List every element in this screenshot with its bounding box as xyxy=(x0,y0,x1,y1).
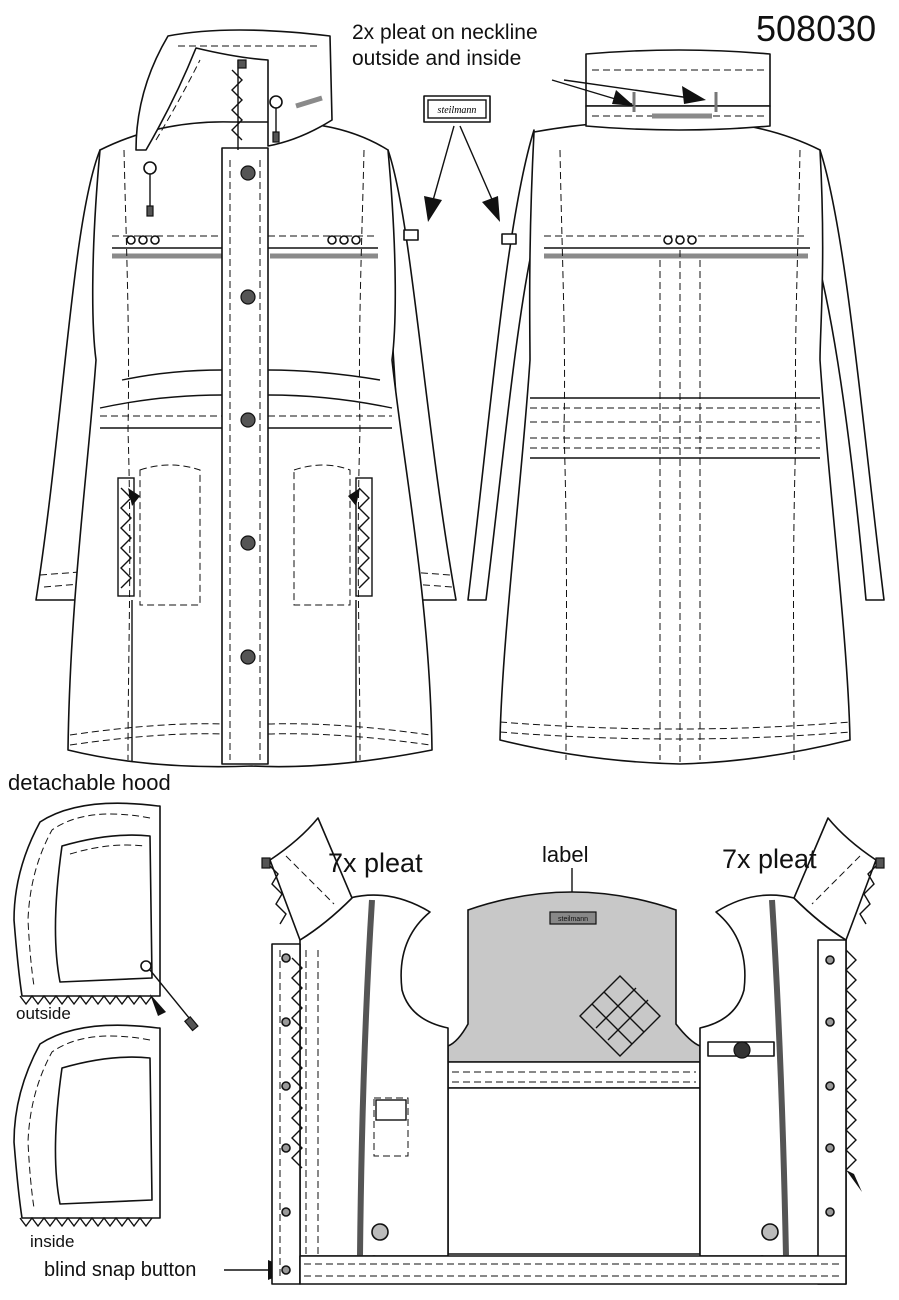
front-placket xyxy=(221,147,269,765)
back-view xyxy=(467,49,885,765)
brand-badge: steilmann xyxy=(423,95,491,123)
front-collar xyxy=(135,29,333,151)
neckline-pleat-note: 2x pleat on neckline outside and inside xyxy=(352,20,538,72)
detachable-hood-label: detachable hood xyxy=(8,770,171,795)
back-right-sleeve xyxy=(811,149,885,601)
left-snap-buttons xyxy=(281,953,291,1275)
hood-outside-drawing xyxy=(13,802,199,1032)
back-left-sleeve xyxy=(467,129,535,601)
pleat-right-label: 7x pleat xyxy=(722,844,817,874)
front-view xyxy=(35,29,457,768)
label-callout: label xyxy=(542,842,589,867)
front-eyelets xyxy=(126,235,361,245)
style-number: 508030 xyxy=(756,8,877,49)
brand-logo: steilmann xyxy=(438,105,477,116)
inside-back-lining xyxy=(447,891,701,1063)
pleat-left-label: 7x pleat xyxy=(328,848,423,878)
hood-outside-label: outside xyxy=(16,1004,71,1023)
label-tag: steilmann xyxy=(558,916,588,923)
placket-buttons xyxy=(240,165,256,665)
back-collar xyxy=(585,49,771,107)
neckline-pleat-line-2: outside and inside xyxy=(352,47,522,70)
hood-inside-drawing xyxy=(13,1024,161,1228)
inside-view: steilmann xyxy=(261,817,885,1285)
blind-snap-button-label: blind snap button xyxy=(44,1259,197,1281)
front-right-pocket xyxy=(293,464,351,606)
neckline-pleat-line-1: 2x pleat on neckline xyxy=(352,21,538,44)
hood-inside-label: inside xyxy=(30,1232,75,1251)
back-eyelets xyxy=(663,235,697,245)
back-body xyxy=(499,119,851,765)
inside-left-front xyxy=(299,894,449,1257)
